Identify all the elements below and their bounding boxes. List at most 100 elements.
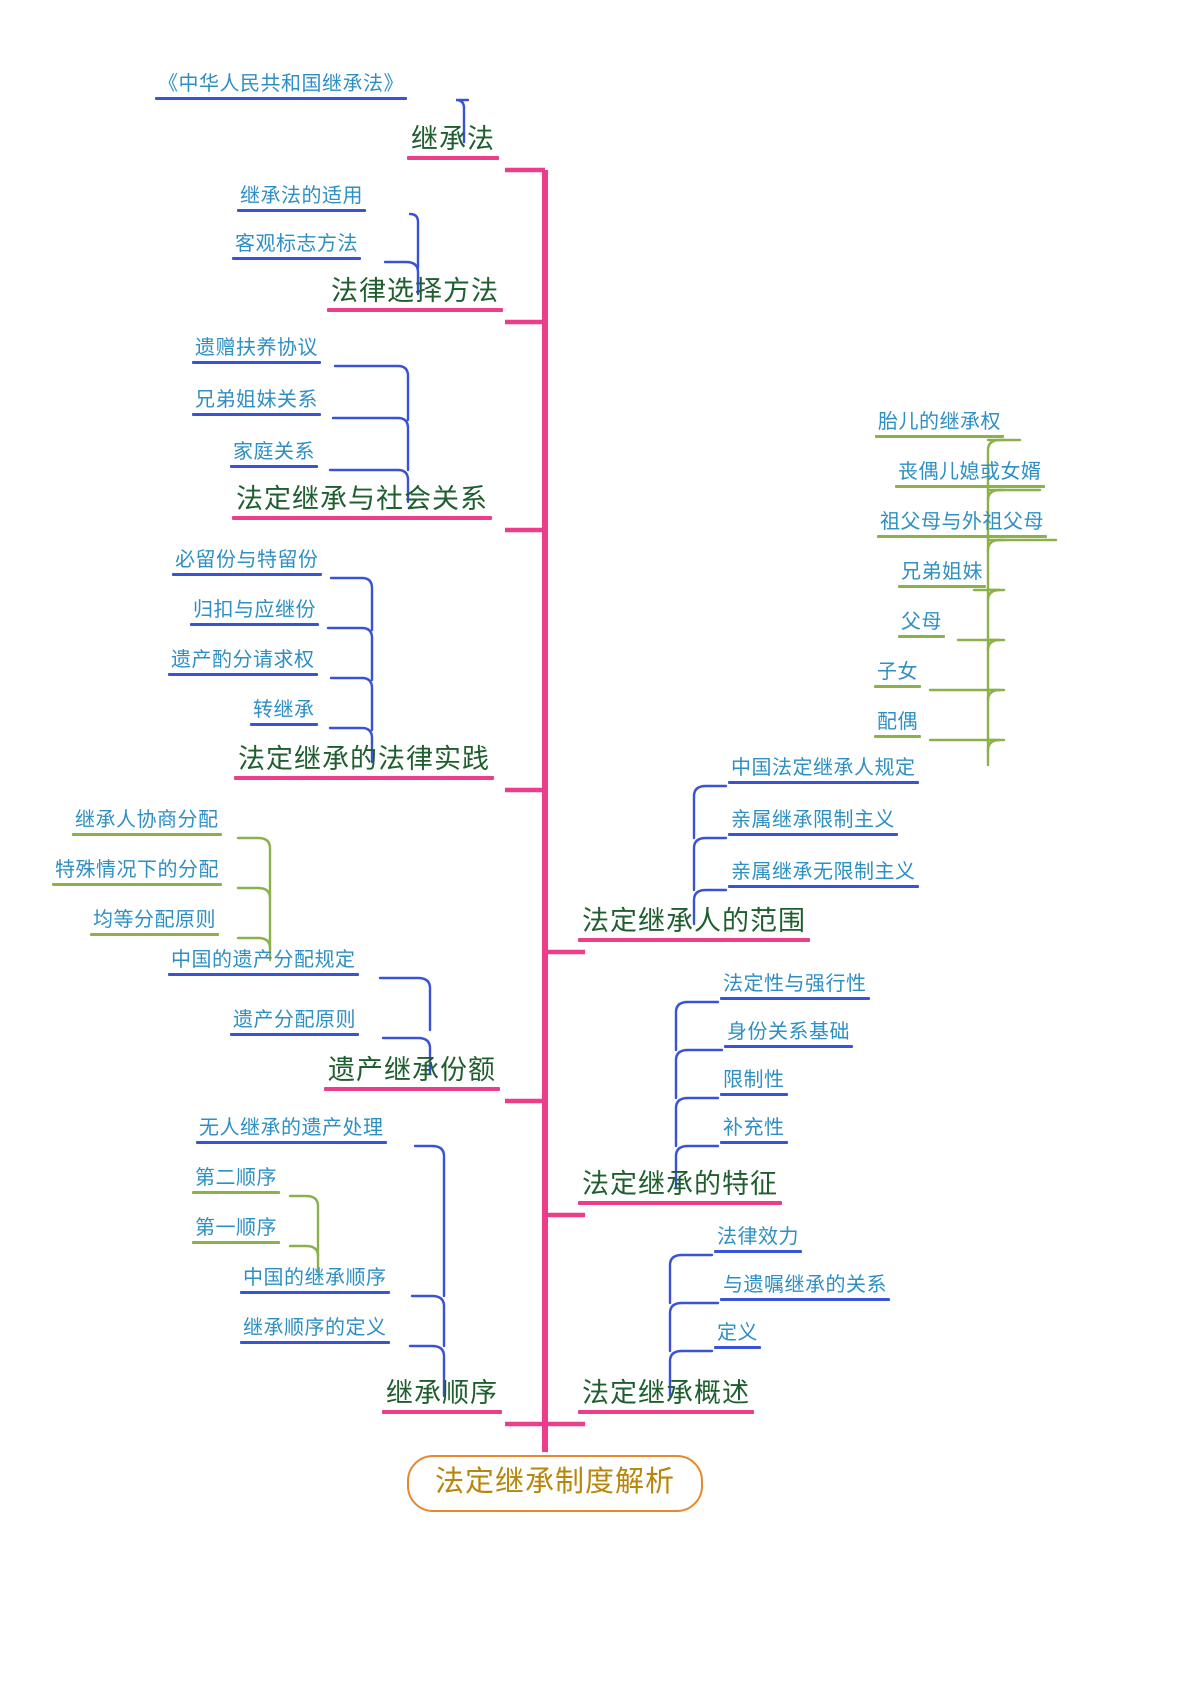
branch-node-inheritance-law[interactable]: 继承法 bbox=[407, 126, 499, 160]
sub-node-china-order[interactable]: 中国的继承顺序 bbox=[240, 1268, 390, 1294]
node-underline bbox=[72, 833, 222, 836]
branch-label: 法定继承人的范围 bbox=[582, 906, 806, 936]
branch-node-law-selection[interactable]: 法律选择方法 bbox=[327, 278, 503, 312]
leaf-node-parents[interactable]: 父母 bbox=[898, 612, 945, 638]
branch-label: 继承法 bbox=[411, 124, 495, 154]
sub-node-distribution-principle[interactable]: 遗产分配原则 bbox=[230, 1010, 359, 1036]
node-underline bbox=[728, 781, 919, 784]
branch-node-legal-practice[interactable]: 法定继承的法律实践 bbox=[234, 746, 494, 780]
leaf-node-spouse[interactable]: 配偶 bbox=[874, 712, 921, 738]
sub-node-label: 继承法的适用 bbox=[240, 185, 363, 207]
sub-node-identity-basis[interactable]: 身份关系基础 bbox=[724, 1022, 853, 1048]
sub-node-discretionary-claim[interactable]: 遗产酌分请求权 bbox=[168, 650, 318, 676]
branch-label: 法定继承的法律实践 bbox=[238, 744, 490, 774]
node-underline bbox=[237, 209, 366, 212]
sub-node-label: 中国法定继承人规定 bbox=[731, 757, 916, 779]
sub-node-objective-marker[interactable]: 客观标志方法 bbox=[232, 234, 361, 260]
branch-node-social-relations[interactable]: 法定继承与社会关系 bbox=[232, 486, 492, 520]
sub-node-label: 《中华人民共和国继承法》 bbox=[158, 73, 404, 95]
branch-label: 法定继承的特征 bbox=[582, 1169, 778, 1199]
node-underline bbox=[196, 1141, 387, 1144]
sub-node-family-relation[interactable]: 家庭关系 bbox=[230, 442, 318, 468]
node-underline bbox=[240, 1291, 390, 1294]
node-underline bbox=[578, 938, 810, 942]
node-underline bbox=[898, 585, 986, 588]
leaf-label: 胎儿的继承权 bbox=[878, 411, 1001, 433]
leaf-node-widowed-in-law[interactable]: 丧偶儿媳或女婿 bbox=[895, 462, 1045, 488]
node-underline bbox=[192, 1191, 280, 1194]
sub-node-label: 身份关系基础 bbox=[727, 1021, 850, 1043]
branch-label: 继承顺序 bbox=[386, 1378, 498, 1408]
node-underline bbox=[234, 776, 494, 780]
node-underline bbox=[240, 1341, 390, 1344]
root-node[interactable]: 法定继承制度解析 bbox=[407, 1455, 704, 1512]
leaf-node-grandparents[interactable]: 祖父母与外祖父母 bbox=[877, 512, 1047, 538]
node-underline bbox=[168, 673, 318, 676]
branch-label: 法定继承与社会关系 bbox=[236, 484, 488, 514]
sub-node-china-distribution-rules[interactable]: 中国的遗产分配规定 bbox=[168, 950, 359, 976]
sub-node-label: 法定性与强行性 bbox=[723, 973, 867, 995]
leaf-label: 第二顺序 bbox=[195, 1167, 277, 1189]
branch-label: 法律选择方法 bbox=[331, 276, 499, 306]
leaf-node-equal-distribution[interactable]: 均等分配原则 bbox=[90, 910, 219, 936]
node-underline bbox=[382, 1410, 502, 1414]
node-underline bbox=[232, 516, 492, 520]
node-underline bbox=[714, 1346, 761, 1349]
leaf-label: 子女 bbox=[877, 661, 918, 683]
sub-node-label: 亲属继承限制主义 bbox=[731, 809, 895, 831]
node-underline bbox=[714, 1250, 802, 1253]
sub-node-relation-to-will[interactable]: 与遗嘱继承的关系 bbox=[720, 1275, 890, 1301]
branch-node-heir-scope[interactable]: 法定继承人的范围 bbox=[578, 908, 810, 942]
sub-node-law-application[interactable]: 继承法的适用 bbox=[237, 186, 366, 212]
branch-node-succession-order[interactable]: 继承顺序 bbox=[382, 1380, 502, 1414]
node-underline bbox=[230, 1033, 359, 1036]
sub-node-succession-law-act[interactable]: 《中华人民共和国继承法》 bbox=[155, 74, 407, 100]
sub-node-label: 遗产分配原则 bbox=[233, 1009, 356, 1031]
sub-node-label: 转继承 bbox=[253, 699, 315, 721]
branch-node-inheritance-share[interactable]: 遗产继承份额 bbox=[324, 1057, 500, 1091]
sub-node-statutory-mandatory[interactable]: 法定性与强行性 bbox=[720, 974, 870, 1000]
leaf-node-siblings[interactable]: 兄弟姐妹 bbox=[898, 562, 986, 588]
sub-node-label: 限制性 bbox=[723, 1069, 785, 1091]
leaf-node-fetus-right[interactable]: 胎儿的继承权 bbox=[875, 412, 1004, 438]
leaf-node-special-case-distribution[interactable]: 特殊情况下的分配 bbox=[52, 860, 222, 886]
node-underline bbox=[52, 883, 222, 886]
sub-node-label: 兄弟姐妹关系 bbox=[195, 389, 318, 411]
node-underline bbox=[875, 435, 1004, 438]
sub-node-supplementarity[interactable]: 补充性 bbox=[720, 1118, 788, 1144]
leaf-node-heir-negotiation[interactable]: 继承人协商分配 bbox=[72, 810, 222, 836]
sub-node-restricted-kinship[interactable]: 亲属继承限制主义 bbox=[728, 810, 898, 836]
sub-node-label: 客观标志方法 bbox=[235, 233, 358, 255]
sub-node-sibling-relation[interactable]: 兄弟姐妹关系 bbox=[192, 390, 321, 416]
sub-node-restrictiveness[interactable]: 限制性 bbox=[720, 1070, 788, 1096]
node-underline bbox=[324, 1087, 500, 1091]
sub-node-label: 定义 bbox=[717, 1322, 758, 1344]
sub-node-reserved-share[interactable]: 必留份与特留份 bbox=[172, 550, 322, 576]
node-underline bbox=[720, 1093, 788, 1096]
leaf-label: 继承人协商分配 bbox=[75, 809, 219, 831]
node-underline bbox=[168, 973, 359, 976]
leaf-label: 父母 bbox=[901, 611, 942, 633]
sub-node-definition[interactable]: 定义 bbox=[714, 1323, 761, 1349]
sub-node-unclaimed-estate[interactable]: 无人继承的遗产处理 bbox=[196, 1118, 387, 1144]
leaf-node-second-order[interactable]: 第二顺序 bbox=[192, 1168, 280, 1194]
sub-node-transfer-succession[interactable]: 转继承 bbox=[250, 700, 318, 726]
sub-node-label: 与遗嘱继承的关系 bbox=[723, 1274, 887, 1296]
sub-node-bequest-support-agreement[interactable]: 遗赠扶养协议 bbox=[192, 338, 321, 364]
node-underline bbox=[190, 623, 319, 626]
sub-node-legal-effect[interactable]: 法律效力 bbox=[714, 1227, 802, 1253]
branch-node-overview[interactable]: 法定继承概述 bbox=[578, 1380, 754, 1414]
sub-node-unrestricted-kinship[interactable]: 亲属继承无限制主义 bbox=[728, 862, 919, 888]
node-underline bbox=[407, 156, 499, 160]
sub-node-china-heir-rules[interactable]: 中国法定继承人规定 bbox=[728, 758, 919, 784]
node-underline bbox=[327, 308, 503, 312]
leaf-node-children[interactable]: 子女 bbox=[874, 662, 921, 688]
sub-node-hotchpot-share[interactable]: 归扣与应继份 bbox=[190, 600, 319, 626]
leaf-node-first-order[interactable]: 第一顺序 bbox=[192, 1218, 280, 1244]
node-underline bbox=[230, 465, 318, 468]
sub-node-order-definition[interactable]: 继承顺序的定义 bbox=[240, 1318, 390, 1344]
root-label: 法定继承制度解析 bbox=[435, 1466, 676, 1498]
branch-node-characteristics[interactable]: 法定继承的特征 bbox=[578, 1171, 782, 1205]
node-underline bbox=[728, 833, 898, 836]
leaf-label: 均等分配原则 bbox=[93, 909, 216, 931]
